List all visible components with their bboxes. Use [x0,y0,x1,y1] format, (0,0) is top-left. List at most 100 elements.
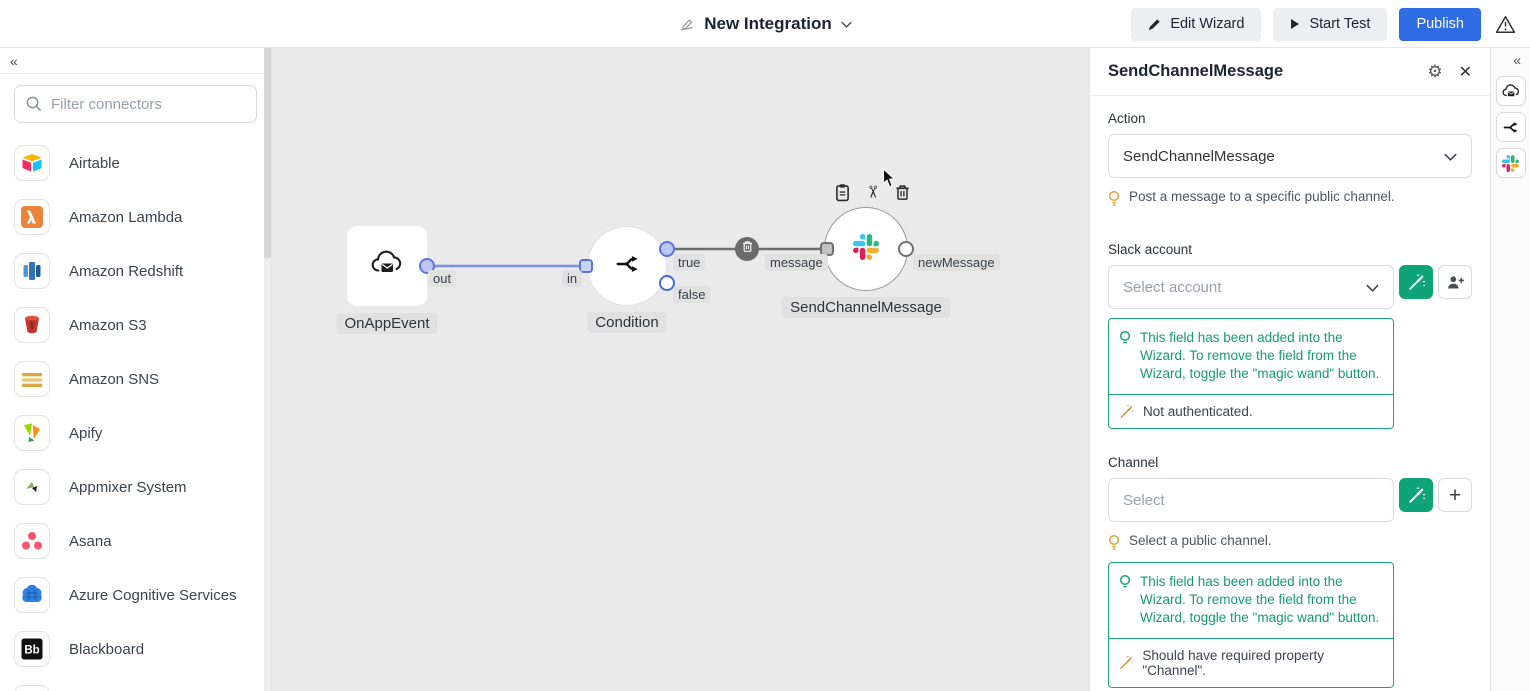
cloud-event-icon [369,250,405,282]
auth-status: Not authenticated. [1109,394,1393,428]
airtable-icon [14,145,50,181]
lightbulb-icon [1119,330,1131,344]
channel-hint: Select a public channel. [1108,533,1394,550]
channel-wizard-box: This field has been added into the Wizar… [1108,562,1394,688]
connector-item-brandwatch[interactable]: Brandwatch [0,676,271,691]
svg-text:Bb: Bb [24,645,39,657]
branch-icon [614,251,640,282]
node-sendchannelmessage[interactable] [824,207,908,291]
flow-edges [427,247,820,268]
port-label-true: true [673,254,706,271]
publish-label: Publish [1416,16,1464,32]
add-account-button[interactable] [1438,265,1472,299]
sidebar-collapse-button[interactable]: « [10,52,18,69]
node-label-sendchannelmessage: SendChannelMessage [782,297,950,318]
rail-collapse-button[interactable]: « [1513,52,1521,68]
warning-triangle-icon[interactable] [1495,15,1516,34]
connector-item-amazon-sns[interactable]: Amazon SNS [0,352,271,406]
publish-button[interactable]: Publish [1399,7,1481,41]
chevron-down-icon [1366,279,1379,296]
connector-label: Apify [69,424,103,442]
flow-title-group[interactable]: New Integration [0,0,1530,48]
close-icon[interactable]: ✕ [1458,63,1472,81]
connector-label: Appmixer System [69,478,187,496]
port-false[interactable] [659,275,675,291]
port-label-message: message [765,254,828,271]
chevron-down-icon [1444,148,1457,165]
magic-wand-toggle-button[interactable] [1399,478,1433,512]
inspector-panel: SendChannelMessage ⚙ ✕ Action SendChanne… [1090,48,1491,691]
validation-error: Should have required property "Channel". [1109,638,1393,687]
sidebar-scrollbar[interactable] [264,48,271,691]
port-label-out: out [428,270,457,287]
cut-scissors-icon[interactable]: ✂ [863,184,882,200]
start-test-button[interactable]: Start Test [1273,7,1388,41]
amazon-sns-icon [14,361,50,397]
rail-item-slack-icon[interactable] [1495,148,1526,178]
slack-account-wizard-box: This field has been added into the Wizar… [1108,318,1394,429]
add-channel-button[interactable]: + [1438,478,1472,512]
delete-trash-icon[interactable] [892,182,912,202]
connector-item-amazon-s3[interactable]: Amazon S3 [0,298,271,352]
connector-label: Azure Cognitive Services [69,586,237,604]
action-section: Action SendChannelMessage Post a message… [1108,111,1472,206]
magic-wand-toggle-button[interactable] [1399,265,1433,299]
node-onappevent[interactable] [347,226,427,306]
connector-item-airtable[interactable]: Airtable [0,136,271,190]
action-label: Action [1108,111,1146,126]
node-label-condition: Condition [587,312,667,333]
component-rail: « [1491,48,1530,691]
magic-wand-icon [1120,656,1134,669]
action-value: SendChannelMessage [1123,147,1275,165]
connector-item-appmixer-system[interactable]: Appmixer System [0,460,271,514]
gear-icon[interactable]: ⚙ [1427,61,1443,81]
port-newmessage[interactable] [898,241,914,257]
edit-wizard-label: Edit Wizard [1170,16,1245,32]
connector-label: Amazon SNS [69,370,160,388]
connector-label: Amazon S3 [69,316,147,334]
node-condition[interactable] [587,226,667,306]
magic-wand-icon [1408,487,1425,503]
lightbulb-icon [1119,574,1131,588]
appmixer-system-icon [14,469,50,505]
channel-section: Channel Select a public channel. This fi… [1108,455,1472,688]
lightbulb-icon [1108,190,1120,206]
port-label-newmessage: newMessage [913,254,1000,271]
edge-delete-button[interactable] [735,237,759,261]
connector-item-azure-cognitive-services[interactable]: Azure Cognitive Services [0,568,271,622]
rail-item-branch-icon[interactable] [1495,112,1526,142]
azure-cognitive-services-icon [14,577,50,613]
blackboard-icon: Bb [14,631,50,667]
port-label-in: in [562,270,583,287]
pencil-icon [1148,18,1161,31]
flow-canvas[interactable]: out OnAppEvent in true false Condition [272,48,1090,691]
action-hint: Post a message to a specific public chan… [1108,189,1472,206]
amazon-lambda-icon [14,199,50,235]
amazon-redshift-icon [14,253,50,289]
connector-item-asana[interactable]: Asana [0,514,271,568]
channel-input[interactable] [1108,478,1394,522]
copy-clipboard-icon[interactable] [832,182,852,202]
port-in[interactable] [579,259,593,273]
page-title: New Integration [704,14,832,33]
connector-item-apify[interactable]: Apify [0,406,271,460]
wizard-note: This field has been added into the Wizar… [1109,319,1393,394]
connector-item-amazon-lambda[interactable]: Amazon Lambda [0,190,271,244]
start-test-label: Start Test [1309,16,1371,32]
connector-label: Amazon Lambda [69,208,183,226]
slack-account-select[interactable]: Select account [1108,265,1394,309]
connector-label: Amazon Redshift [69,262,184,280]
magic-wand-icon [1408,274,1425,290]
port-true[interactable] [659,241,675,257]
edit-wizard-button[interactable]: Edit Wizard [1131,7,1262,41]
lightbulb-icon [1108,534,1120,550]
channel-label: Channel [1108,455,1159,470]
connector-item-amazon-redshift[interactable]: Amazon Redshift [0,244,271,298]
filter-connectors-input[interactable] [14,85,257,123]
action-select[interactable]: SendChannelMessage [1108,134,1472,178]
rail-item-cloud-event-icon[interactable] [1495,76,1526,106]
apify-icon [14,415,50,451]
